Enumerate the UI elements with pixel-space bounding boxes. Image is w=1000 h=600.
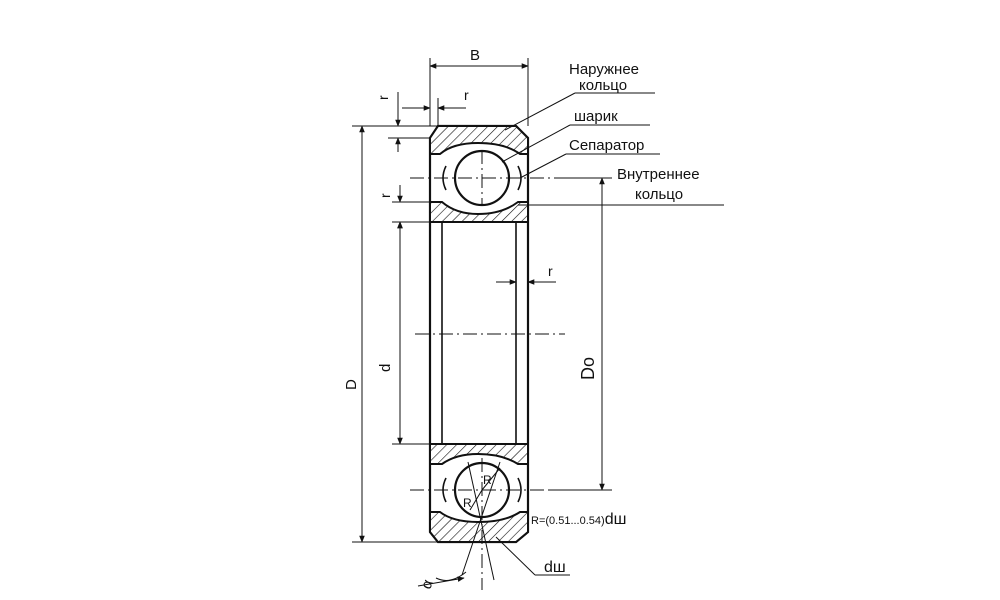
contact-line-left	[461, 461, 501, 576]
label-r-right: r	[548, 263, 553, 279]
groove-formula-prefix: R=(0.51...0.54)	[531, 515, 605, 527]
label-bore-diameter: d	[377, 364, 394, 372]
inner-ring-top	[429, 201, 529, 223]
dimensions	[352, 58, 612, 587]
leader-separator	[519, 153, 567, 179]
bearing-section	[410, 124, 580, 590]
callout-separator: Сепаратор	[569, 137, 644, 154]
callout-outer-ring-line2: кольцо	[579, 77, 627, 94]
label-alpha: α	[418, 577, 437, 591]
label-r-mid: r	[377, 193, 393, 198]
label-outer-diameter: D	[343, 379, 360, 390]
label-groove-formula: R=(0.51...0.54)dш	[531, 511, 626, 528]
label-b: B	[470, 47, 480, 64]
label-r-top: r	[464, 87, 469, 103]
alpha-arc	[435, 571, 467, 581]
callout-ball: шарик	[574, 108, 618, 125]
contact-line-right	[467, 461, 495, 581]
label-r-upper: R	[483, 473, 492, 487]
leader-ball	[501, 124, 571, 163]
label-pitch-diameter: Do	[578, 357, 598, 380]
label-r-left: r	[375, 95, 391, 100]
inner-ring-bottom	[429, 443, 529, 465]
callout-inner-ring-line2: кольцо	[635, 186, 683, 203]
outer-ring-top	[429, 125, 529, 155]
alpha-arrow	[417, 576, 465, 587]
outer-ring-bottom	[429, 511, 529, 543]
dball-leader	[495, 536, 536, 576]
callout-leaders	[501, 92, 724, 206]
labels: B D d Do r r r r R R R=(0.51...0.54)dш d…	[343, 47, 700, 591]
label-r-lower: R	[463, 496, 472, 510]
callout-outer-ring-line1: Наружнее	[569, 61, 639, 78]
radius-line-lower	[469, 489, 483, 511]
separator-bottom-right	[517, 477, 522, 503]
leader-outer-ring	[504, 92, 576, 131]
radius-line-upper	[481, 467, 501, 491]
label-ball-diameter: dш	[544, 559, 566, 576]
groove-formula-suffix: dш	[605, 511, 627, 528]
callout-inner-ring-line1: Внутреннее	[617, 166, 700, 183]
